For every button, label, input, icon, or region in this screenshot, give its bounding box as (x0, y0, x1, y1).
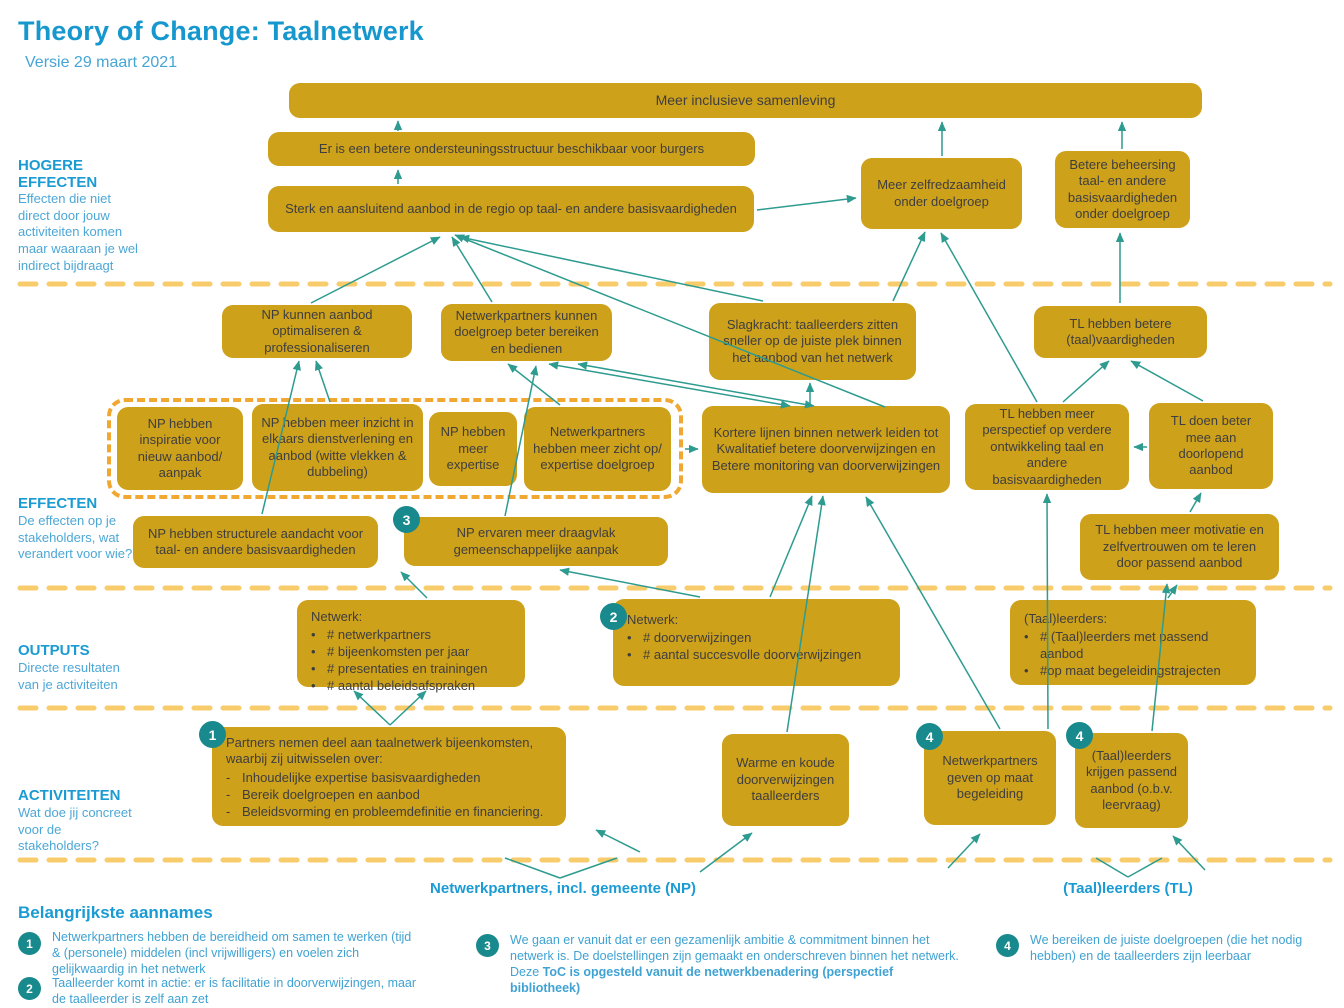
node-np-inspiratie: NP hebben inspiratie voor nieuw aanbod/ … (117, 407, 243, 490)
band-desc-activiteiten: Wat doe jij concreet voor de stakeholder… (18, 805, 132, 854)
node-np-zicht-doelgroep: Netwerkpartners hebben meer zicht op/ ex… (524, 407, 671, 491)
band-label-effecten: EFFECTEN (18, 495, 98, 512)
assumption-badge-1: 1 (18, 932, 41, 955)
badge-output-2: 2 (600, 603, 627, 630)
assumption-text-4: We bereiken de juiste doelgroepen (die h… (1030, 933, 1303, 963)
node-tl-betere-vaardigheden: TL hebben betere (taal)vaardigheden (1034, 306, 1207, 358)
output-item: # bijeenkomsten per jaar (327, 644, 470, 660)
node-np-inzicht: NP hebben meer inzicht in elkaars dienst… (252, 404, 423, 491)
node-slagkracht: Slagkracht: taalleerders zitten sneller … (709, 303, 916, 380)
band-desc-effecten: De effecten op je stakeholders, wat vera… (18, 513, 133, 562)
assumption-badge-4: 4 (996, 934, 1019, 957)
output-item: # (Taal)leerders met passend aanbod (1040, 629, 1209, 662)
badge-activiteit-1: 1 (199, 721, 226, 748)
group-label-taalleerders: (Taal)leerders (TL) (1063, 880, 1193, 897)
node-np-structurele-aandacht: NP hebben structurele aandacht voor taal… (133, 516, 378, 568)
node-outputs-netwerk-2: Netwerk: # doorverwijzingen # aantal suc… (613, 599, 900, 686)
node-tl-perspectief: TL hebben meer perspectief op verdere on… (965, 404, 1129, 490)
output-item: # aantal beleidsafspraken (327, 678, 476, 694)
band-desc-outputs: Directe resultaten van je activiteiten (18, 660, 120, 692)
node-activiteit-doorverwijzingen: Warme en koude doorverwijzingen taalleer… (722, 734, 849, 826)
node-kortere-lijnen: Kortere lijnen binnen netwerk leiden tot… (702, 406, 950, 493)
node-activiteit-passend-aanbod: (Taal)leerders krijgen passend aanbod (o… (1075, 733, 1188, 828)
outputs-netwerk-2-title: Netwerk: (627, 612, 679, 627)
node-np-aanbod-optimaliseren: NP kunnen aanbod optimaliseren & profess… (222, 305, 412, 358)
node-outputs-netwerk-1: Netwerk: # netwerkpartners # bijeenkomst… (297, 600, 525, 693)
assumption-text-1: Netwerkpartners hebben de bereidheid om … (52, 930, 412, 976)
output-item: # aantal succesvolle doorverwijzingen (643, 647, 862, 663)
band-label-activiteiten: ACTIVITEITEN (18, 787, 121, 804)
node-meer-zelfredzaamheid: Meer zelfredzaamheid onder doelgroep (861, 158, 1022, 229)
node-betere-beheersing: Betere beheersing taal- en andere basisv… (1055, 151, 1190, 228)
node-tl-doorlopend-aanbod: TL doen beter mee aan doorlopend aanbod (1149, 403, 1273, 489)
assumption-text-3-bold: ToC is opgesteld vanuit de netwerkbenade… (510, 965, 894, 995)
node-sterk-aansluitend-aanbod: Sterk en aansluitend aanbod in de regio … (268, 186, 754, 232)
node-activiteit-begeleiding: Netwerkpartners geven op maat begeleidin… (924, 731, 1056, 825)
np-effects-cluster-frame (107, 398, 683, 499)
band-label-hogere-effecten: HOGERE EFFECTEN (18, 157, 98, 192)
assumption-text-3: We gaan er vanuit dat er een gezamenlijk… (510, 932, 962, 996)
activiteit-bijeenkomsten-intro: Partners nemen deel aan taalnetwerk bije… (226, 735, 534, 767)
band-desc-hogere-effecten: Effecten die niet direct door jouw activ… (18, 191, 138, 273)
output-item: # doorverwijzingen (643, 630, 752, 646)
assumption-badge-3: 3 (476, 934, 499, 957)
page-title: Theory of Change: Taalnetwerk (18, 16, 424, 46)
activity-item: Inhoudelijke expertise basisvaardigheden (242, 769, 481, 785)
assumptions-heading: Belangrijkste aannames (18, 903, 213, 922)
assumption-text-3-prefix: We gaan er vanuit dat er een gezamenlijk… (510, 933, 959, 979)
outputs-netwerk-1-title: Netwerk: (311, 609, 363, 624)
activity-item: Beleidsvorming en probleemdefinitie en f… (242, 803, 544, 819)
output-item: #op maat begeleidingstrajecten (1040, 663, 1221, 679)
node-np-doelgroep-bereiken: Netwerkpartners kunnen doelgroep beter b… (441, 304, 612, 361)
badge-activiteit-4a: 4 (916, 723, 943, 750)
node-np-expertise: NP hebben meer expertise (429, 412, 517, 486)
output-item: # netwerkpartners (327, 627, 432, 643)
assumption-badge-2: 2 (18, 977, 41, 1000)
group-label-netwerkpartners: Netwerkpartners, incl. gemeente (NP) (430, 880, 696, 897)
outputs-taalleerders-title: (Taal)leerders: (1024, 611, 1108, 626)
node-ondersteuningsstructuur: Er is een betere ondersteuningsstructuur… (268, 132, 755, 166)
activity-item: Bereik doelgroepen en aanbod (242, 786, 420, 802)
node-meer-inclusieve-samenleving: Meer inclusieve samenleving (289, 83, 1202, 118)
output-item: # presentaties en trainingen (327, 661, 488, 677)
badge-effect-3: 3 (393, 506, 420, 533)
version-label: Versie 29 maart 2021 (25, 54, 178, 71)
badge-activiteit-4b: 4 (1066, 722, 1093, 749)
node-np-draagvlak: NP ervaren meer draagvlak gemeenschappel… (404, 517, 668, 566)
node-tl-motivatie: TL hebben meer motivatie en zelfvertrouw… (1080, 514, 1279, 580)
assumption-text-2: Taalleerder komt in actie: er is facilit… (52, 976, 417, 1006)
node-activiteit-bijeenkomsten: Partners nemen deel aan taalnetwerk bije… (212, 727, 566, 826)
band-label-outputs: OUTPUTS (18, 642, 90, 659)
node-outputs-taalleerders: (Taal)leerders: # (Taal)leerders met pas… (1010, 600, 1256, 685)
